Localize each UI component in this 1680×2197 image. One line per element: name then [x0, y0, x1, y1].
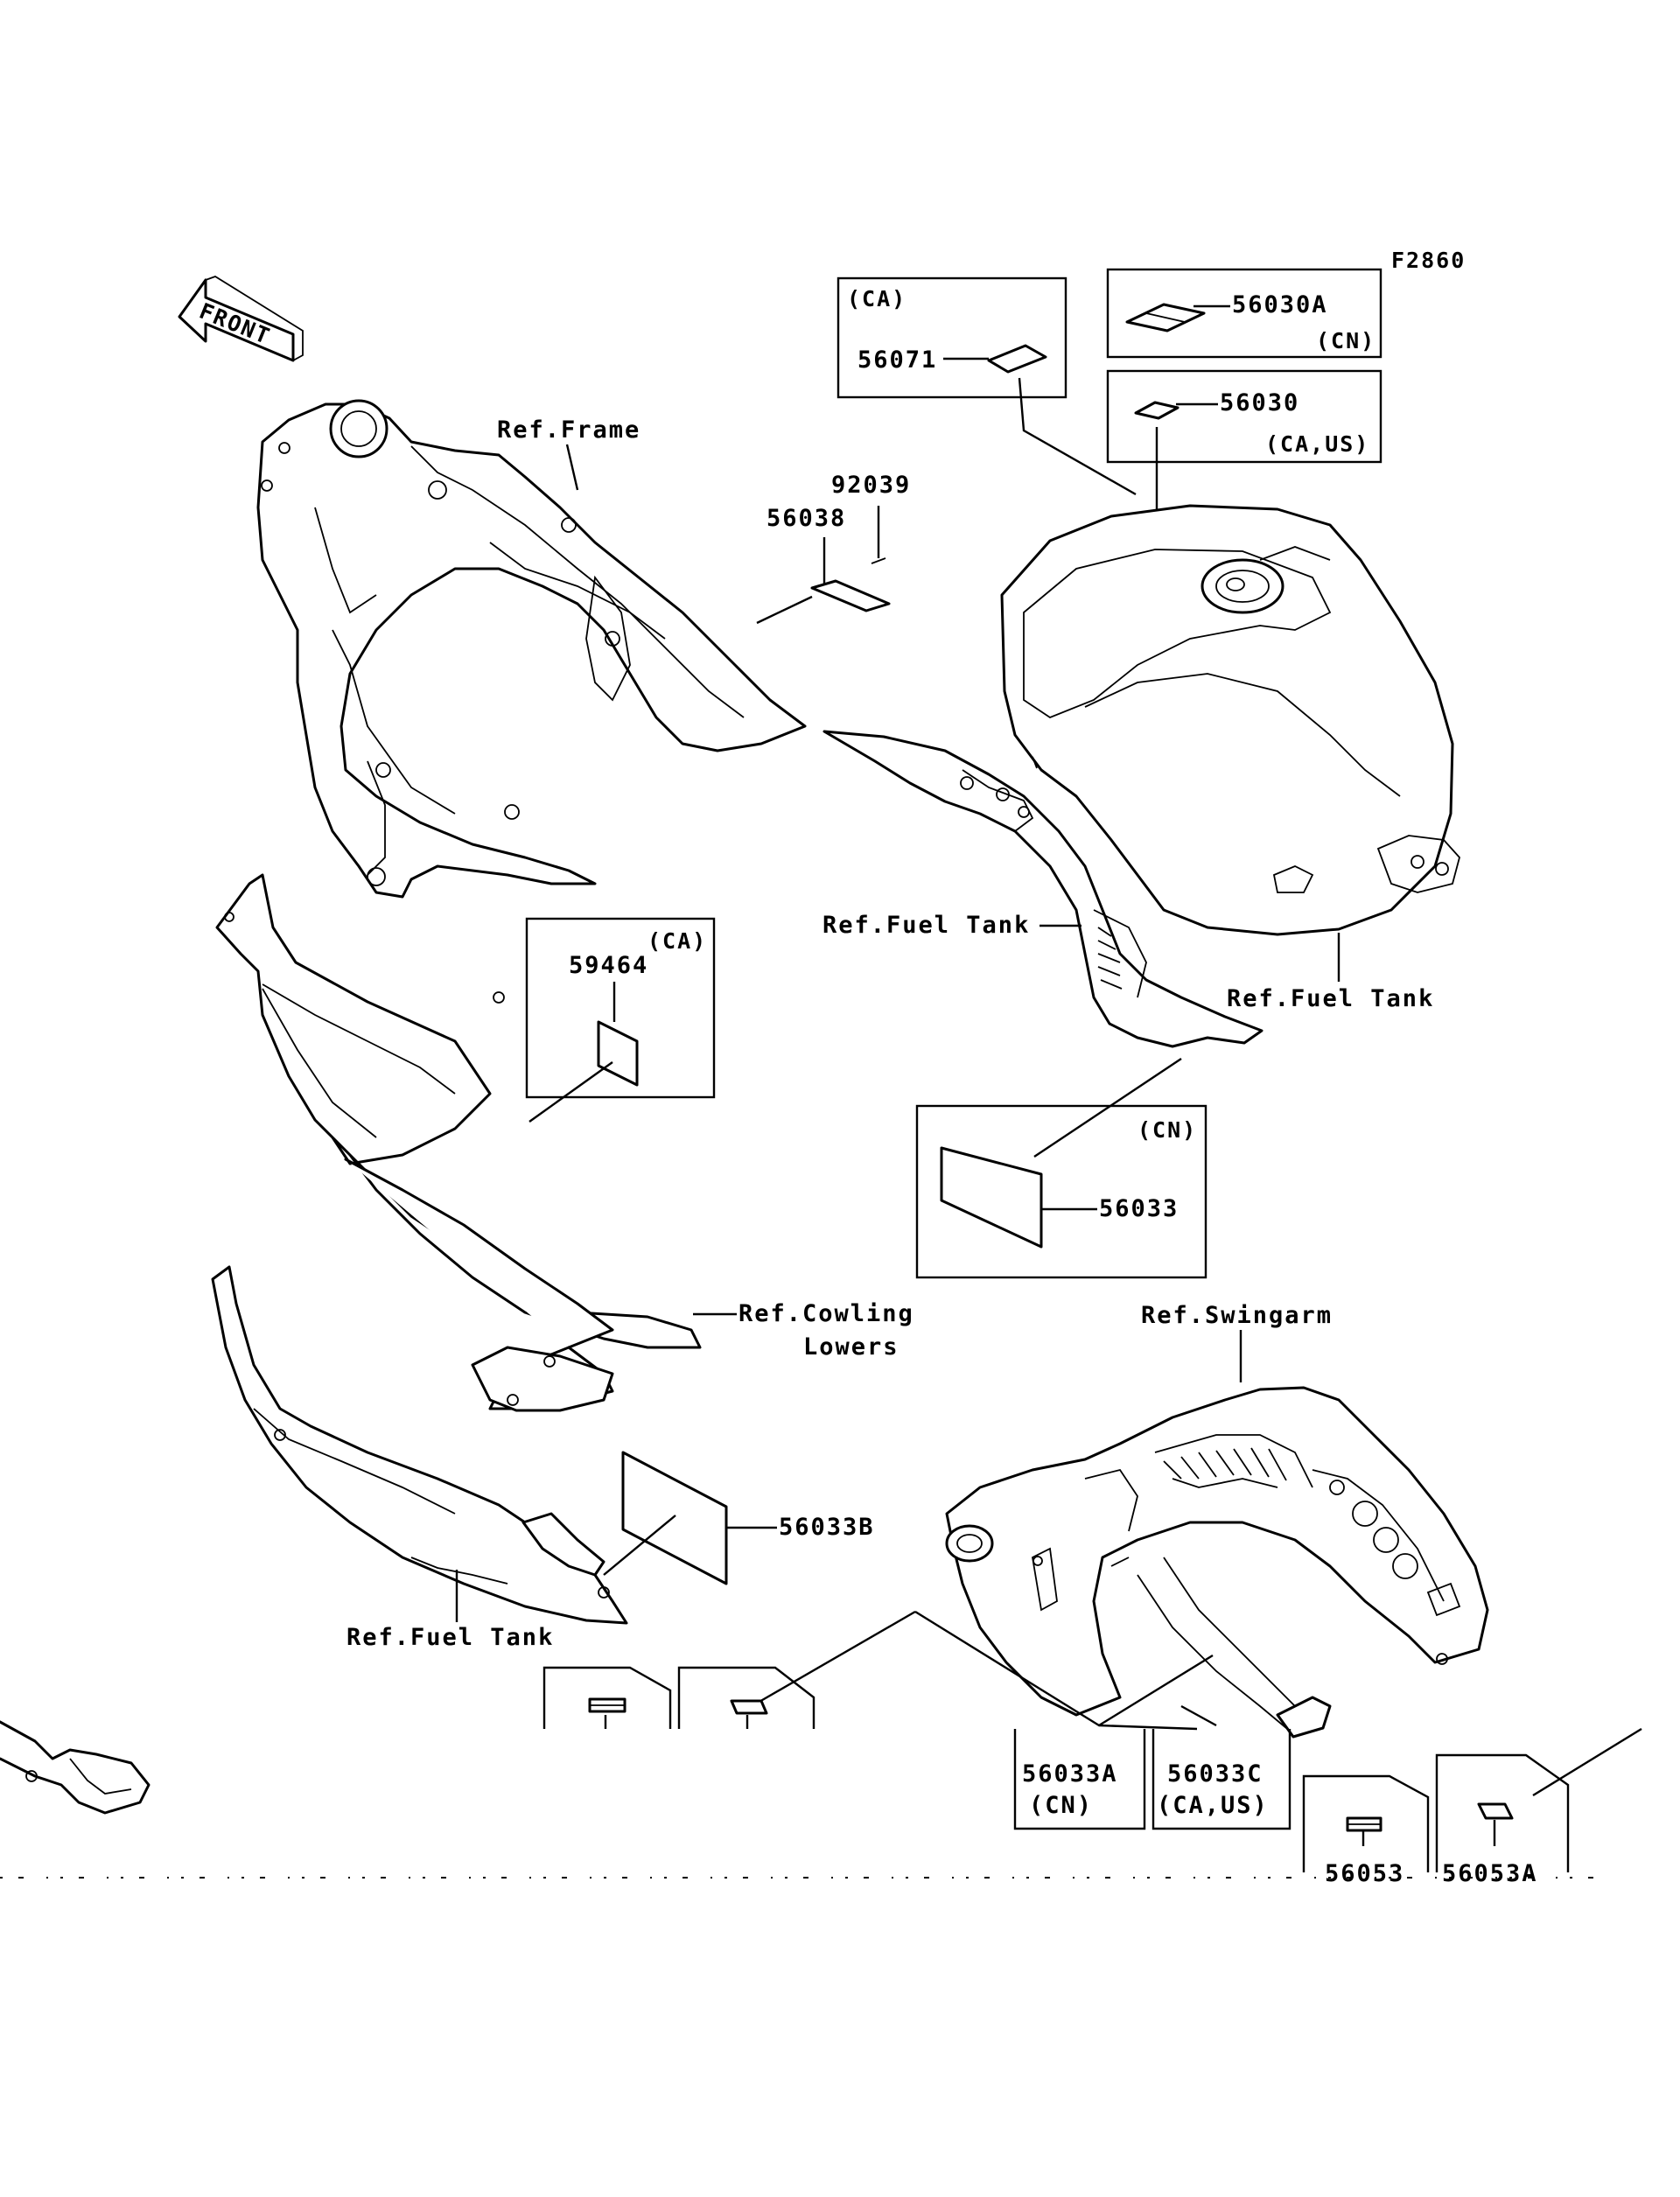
frame-illustration [256, 399, 807, 899]
ref-swingarm-label: Ref.Swingarm [1141, 1302, 1333, 1329]
ref-fuel-tank-lower-label: Ref.Fuel Tank [346, 1624, 554, 1651]
part-56030-label: 56030 [1220, 389, 1299, 416]
ref-frame-label: Ref.Frame [497, 416, 640, 444]
part-56053A-label-icon [1477, 1802, 1514, 1820]
part-56030-region: (CA,US) [1265, 431, 1369, 457]
label-sticker-small-icon [730, 1699, 768, 1715]
part-56033C-label: 56033C [1167, 1760, 1264, 1788]
ref-cowling-line2: Lowers [803, 1333, 900, 1361]
part-59464-region: (CA) [648, 928, 707, 954]
part-56053-label-icon [1346, 1816, 1382, 1832]
ref-fuel-tank-center-label: Ref.Fuel Tank [822, 912, 1030, 939]
part-56071-label: 56071 [858, 346, 937, 374]
part-56030A-box [1106, 268, 1382, 359]
part-56053-box [1302, 1774, 1430, 1872]
partial-part-illustration [0, 1720, 150, 1815]
part-56033-label-icon [940, 1146, 1043, 1249]
part-56071-label-icon [987, 344, 1047, 374]
part-56038-label: 56038 [766, 505, 846, 532]
label-sticker-icon [588, 1697, 626, 1713]
part-59464-label: 59464 [569, 952, 648, 979]
ref-cowling-line1: Ref.Cowling [738, 1300, 914, 1327]
part-56033A-box [1013, 1729, 1146, 1830]
swingarm-illustration [945, 1386, 1489, 1739]
front-arrow-icon: FRONT [178, 276, 304, 362]
part-56033-label: 56033 [1099, 1195, 1179, 1222]
cowling-lowers-illustration [215, 873, 702, 1412]
part-56053A-box [1435, 1753, 1570, 1872]
tank-side-cover-illustration [211, 1265, 628, 1625]
part-56033C-region: (CA,US) [1157, 1792, 1269, 1819]
part-56033A-label: 56033A [1022, 1760, 1118, 1788]
part-56030A-region: (CN) [1316, 328, 1376, 353]
part-56033-region: (CN) [1138, 1117, 1197, 1143]
part-56030-label-icon [1134, 401, 1180, 420]
tank-cover-illustration [822, 730, 1264, 1048]
part-56030-box [1106, 369, 1382, 464]
part-59464-label-icon [597, 1020, 639, 1087]
part-56033B-label-icon [621, 1451, 728, 1585]
part-56033C-box [1152, 1729, 1292, 1830]
part-56053A-label: 56053A [1442, 1860, 1538, 1887]
part-92039-label: 92039 [831, 472, 911, 499]
part-56030A-label-icon [1125, 303, 1206, 332]
part-56071-box [836, 276, 1068, 399]
part-56038-strap-icon [810, 557, 891, 612]
part-56053-label: 56053 [1325, 1860, 1404, 1887]
part-59464-box [525, 917, 716, 1099]
part-56033-box [915, 1104, 1208, 1279]
figure-code: F2860 [1391, 248, 1466, 273]
part-56033B-label: 56033B [779, 1514, 875, 1541]
part-56030A-label: 56030A [1232, 291, 1328, 318]
ref-fuel-tank-right-label: Ref.Fuel Tank [1227, 985, 1434, 1012]
part-56071-region: (CA) [847, 286, 906, 311]
part-56033A-region: (CN) [1029, 1792, 1093, 1819]
fuel-tank-illustration [1000, 504, 1460, 936]
